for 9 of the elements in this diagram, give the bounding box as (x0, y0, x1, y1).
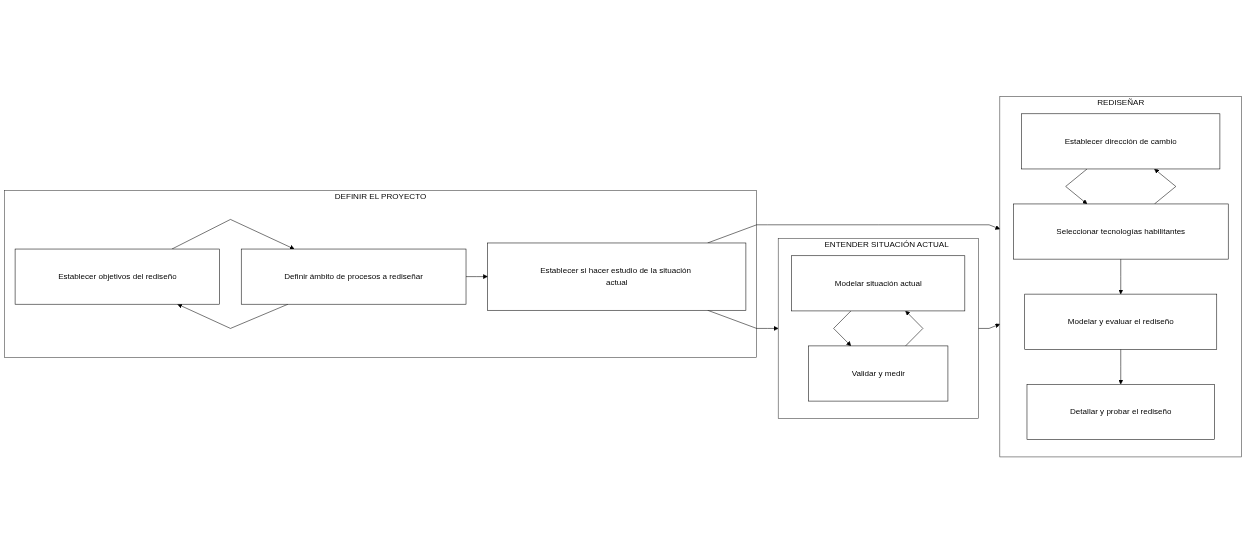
node-box: Seleccionar tecnologías habilitantes (1013, 204, 1229, 260)
node-box: Establecer dirección de cambio (1021, 113, 1221, 170)
node-box: Establecer objetivos del rediseño (14, 249, 220, 305)
node-box: Definir ámbito de procesos a rediseñar (240, 249, 467, 305)
node-box: Modelar y evaluar el rediseño (1024, 294, 1218, 350)
node-box: Detallar y probar el rediseño (1026, 384, 1215, 441)
node-box: Validar y medir (808, 346, 949, 402)
node-box: Modelar situación actual (791, 255, 966, 312)
node-box: Establecer si hacer estudio de la situación actual (487, 243, 747, 311)
